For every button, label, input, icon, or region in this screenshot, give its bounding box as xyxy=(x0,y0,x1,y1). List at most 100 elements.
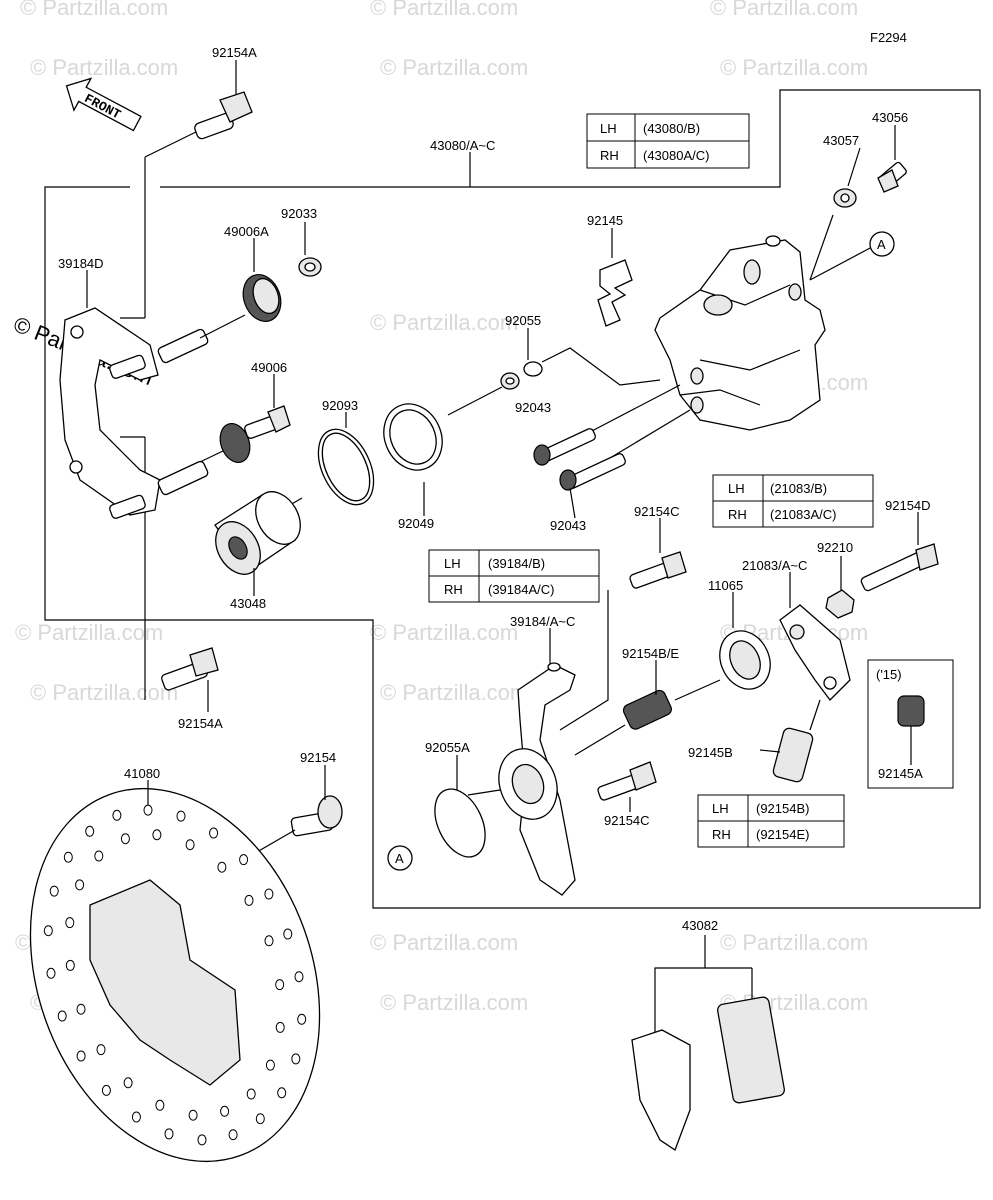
table-cell: (43080/B) xyxy=(643,121,700,136)
disc-hole xyxy=(220,1105,230,1117)
spring-92145B xyxy=(759,727,814,783)
label-39184: 39184/A~C xyxy=(510,614,575,629)
label-92154A-bot: 92154A xyxy=(178,716,223,731)
watermark: © Partzilla.com xyxy=(380,55,528,80)
year-box xyxy=(867,659,954,789)
disc-hole xyxy=(275,979,285,991)
label-21083: 21083/A~C xyxy=(742,558,807,573)
disc-hole xyxy=(65,917,75,929)
boot-49006A xyxy=(199,274,282,339)
disc-hole xyxy=(75,879,85,891)
table-cell: RH xyxy=(600,148,619,163)
nut-92210 xyxy=(825,589,855,619)
label-39184D: 39184D xyxy=(58,256,104,271)
bolt-92154A-bot xyxy=(161,647,219,691)
ring-11065 xyxy=(674,630,771,701)
disc-hole xyxy=(65,959,75,971)
table-cell: LH xyxy=(728,481,745,496)
disc-hole xyxy=(185,839,195,851)
watermark: © Partzilla.com xyxy=(370,930,518,955)
disc-hole xyxy=(143,804,153,816)
ref-A-top: A xyxy=(869,231,895,257)
table-cell: (21083/B) xyxy=(770,481,827,496)
table-cell: (92154B) xyxy=(756,801,809,816)
disc-hole xyxy=(76,1003,86,1015)
ref-A-label: A xyxy=(877,237,886,252)
label-year-15: ('15) xyxy=(876,667,902,682)
disc-hole xyxy=(131,1111,141,1123)
label-11065: 11065 xyxy=(708,578,743,593)
label-43082: 43082 xyxy=(682,918,718,933)
disc-hole xyxy=(49,885,59,897)
bolt-92154D xyxy=(860,543,939,592)
table-cell: RH xyxy=(728,507,747,522)
label-92154: 92154 xyxy=(300,750,336,765)
disc-hole xyxy=(94,850,104,862)
label-92154C-top: 92154C xyxy=(634,504,680,519)
seal-92049 xyxy=(383,403,443,471)
table-cell: RH xyxy=(444,582,463,597)
bleeder-43056-43057 xyxy=(833,161,907,208)
disc-hole xyxy=(291,1053,301,1065)
watermark: © Partzilla.com xyxy=(15,620,163,645)
pads-43082 xyxy=(631,935,785,1151)
table-cell: (92154E) xyxy=(756,827,809,842)
clip-92145 xyxy=(597,245,633,327)
table-cell: (39184A/C) xyxy=(488,582,554,597)
table-cell: LH xyxy=(600,121,617,136)
disc-hole xyxy=(283,928,293,940)
disc-hole xyxy=(255,1113,265,1125)
label-49006: 49006 xyxy=(251,360,287,375)
disc-hole xyxy=(112,809,122,821)
watermark: © Partzilla.com xyxy=(30,680,178,705)
table-cell: (43080A/C) xyxy=(643,148,709,163)
disc-hole xyxy=(46,967,56,979)
piston-43048 xyxy=(214,491,303,575)
label-92145: 92145 xyxy=(587,213,623,228)
bolt-92154C-bot xyxy=(597,761,657,801)
disc-hole xyxy=(123,1077,133,1089)
figure-code: F2294 xyxy=(870,30,907,45)
disc-hole xyxy=(246,1088,256,1100)
bolt-92154C-top xyxy=(559,551,687,731)
disc-hole xyxy=(176,810,186,822)
disc-hole xyxy=(188,1109,198,1121)
watermark: © Partzilla.com xyxy=(30,55,178,80)
disc-hole xyxy=(63,851,73,863)
oring-92055 xyxy=(447,347,661,416)
label-92049: 92049 xyxy=(398,516,434,531)
table-cell: LH xyxy=(444,556,461,571)
disc-hole xyxy=(76,1050,86,1062)
bracket-39184 xyxy=(467,662,576,896)
label-92055: 92055 xyxy=(505,313,541,328)
lever-21083 xyxy=(779,604,851,731)
disc-hole xyxy=(228,1129,238,1141)
label-92033: 92033 xyxy=(281,206,317,221)
disc-hole xyxy=(265,1059,275,1071)
label-41080: 41080 xyxy=(124,766,160,781)
label-43080: 43080/A~C xyxy=(430,138,495,153)
label-92043-a: 92043 xyxy=(515,400,551,415)
disc-hole xyxy=(155,1099,165,1111)
ref-A-label: A xyxy=(395,851,404,866)
watermark: © Partzilla.com xyxy=(370,310,518,335)
table-cell: RH xyxy=(712,827,731,842)
table-cell: (21083A/C) xyxy=(770,507,836,522)
disc-hole xyxy=(164,1128,174,1140)
table-92154: LH (92154B) RH (92154E) xyxy=(697,794,845,848)
watermark: © Partzilla.com xyxy=(20,0,168,20)
disc-hole xyxy=(244,894,254,906)
table-21083: LH (21083/B) RH (21083A/C) xyxy=(712,474,874,528)
disc-hole xyxy=(239,854,249,866)
label-92154A-top: 92154A xyxy=(212,45,257,60)
watermark: © Partzilla.com xyxy=(370,0,518,20)
watermark: © Partzilla.com xyxy=(710,0,858,20)
spring-92145A xyxy=(897,695,925,765)
watermark: © Partzilla.com xyxy=(720,55,868,80)
leader-lines xyxy=(86,60,919,815)
disc-hole xyxy=(96,1044,106,1056)
disc-hole xyxy=(294,971,304,983)
table-39184: LH (39184/B) RH (39184A/C) xyxy=(428,549,600,603)
label-92145A: 92145A xyxy=(878,766,923,781)
disc-hole xyxy=(57,1010,67,1022)
